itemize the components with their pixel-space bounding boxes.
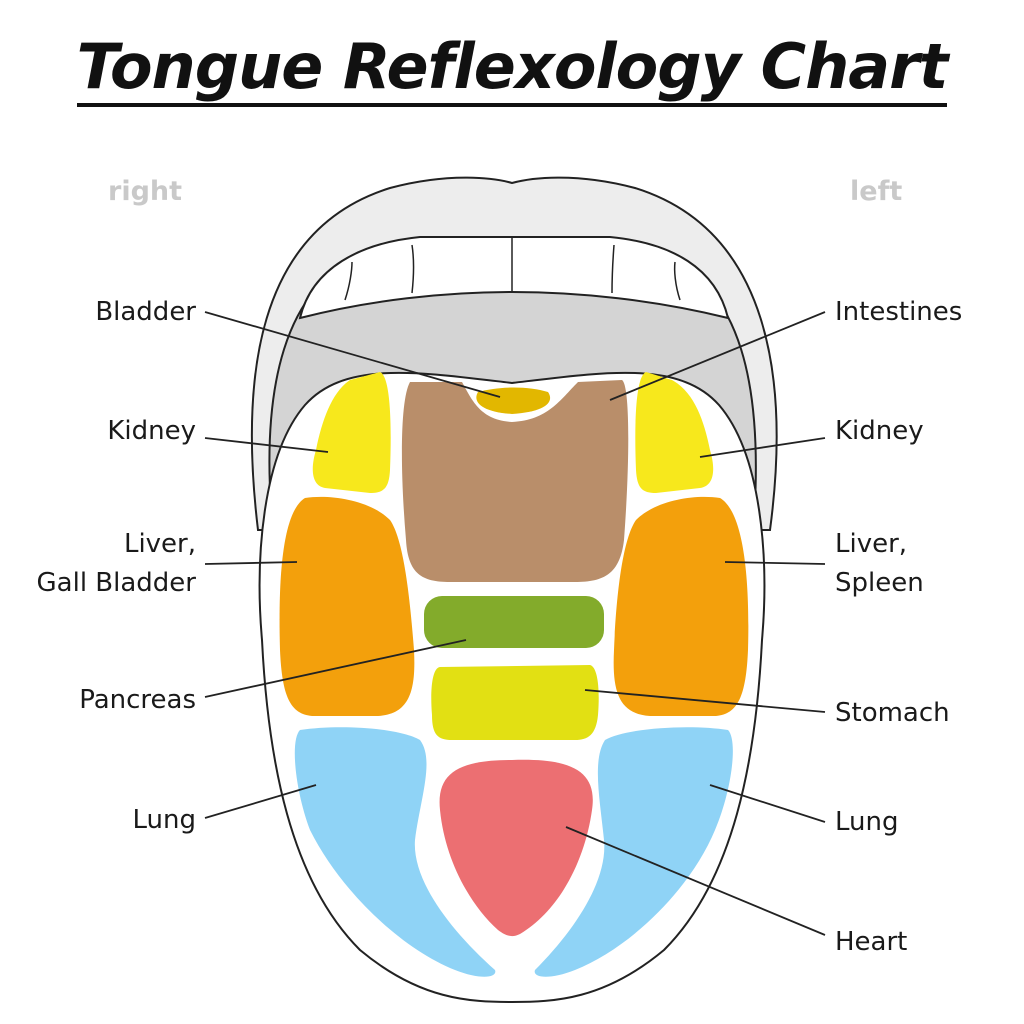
label-liver-spleen: Liver, Spleen (835, 525, 924, 603)
label-liver-spleen-line1: Liver, (835, 529, 908, 559)
leader-kidney-left (699, 437, 826, 458)
zone-liver-left (613, 496, 749, 716)
label-lung-right: Lung (132, 805, 197, 835)
zone-stomach (431, 665, 599, 740)
leader-lung-left (709, 784, 826, 823)
label-intestines: Intestines (835, 297, 963, 327)
leader-stomach (584, 689, 826, 713)
teeth (298, 236, 730, 320)
label-heart: Heart (835, 927, 908, 957)
zone-kidney-right (312, 372, 391, 493)
leader-heart (565, 826, 826, 936)
label-pancreas: Pancreas (79, 685, 196, 715)
label-kidney-left: Kidney (835, 416, 924, 446)
zone-pancreas (424, 596, 604, 648)
leader-intestines (609, 311, 826, 401)
zone-kidney-left (635, 372, 714, 493)
zone-liver-right (279, 496, 415, 716)
leader-bladder (204, 311, 501, 398)
label-liver-gall-line2: Gall Bladder (36, 568, 196, 598)
side-label-left: left (850, 176, 903, 207)
leader-pancreas (204, 639, 467, 698)
zone-bladder (476, 387, 551, 414)
side-label-right: right (108, 176, 183, 207)
leader-lines (204, 311, 826, 936)
zone-heart (439, 759, 593, 937)
leader-liver-spleen (724, 561, 826, 565)
chart-title: Tongue Reflexology Chart (0, 30, 1024, 107)
label-lung-left: Lung (835, 807, 899, 837)
label-liver-gall: Liver, Gall Bladder (37, 525, 196, 603)
leader-kidney-right (204, 437, 329, 453)
label-liver-spleen-line2: Spleen (835, 568, 924, 598)
zone-lung-left (534, 727, 733, 977)
label-kidney-right: Kidney (107, 416, 196, 446)
label-stomach: Stomach (835, 698, 950, 728)
zone-intestines (401, 380, 629, 582)
leader-liver-gall (204, 561, 298, 565)
leader-lung-right (204, 784, 317, 819)
teeth-separators (344, 238, 681, 301)
label-bladder: Bladder (95, 297, 196, 327)
zone-lung-right (294, 727, 496, 977)
label-liver-gall-line1: Liver, (123, 529, 196, 559)
